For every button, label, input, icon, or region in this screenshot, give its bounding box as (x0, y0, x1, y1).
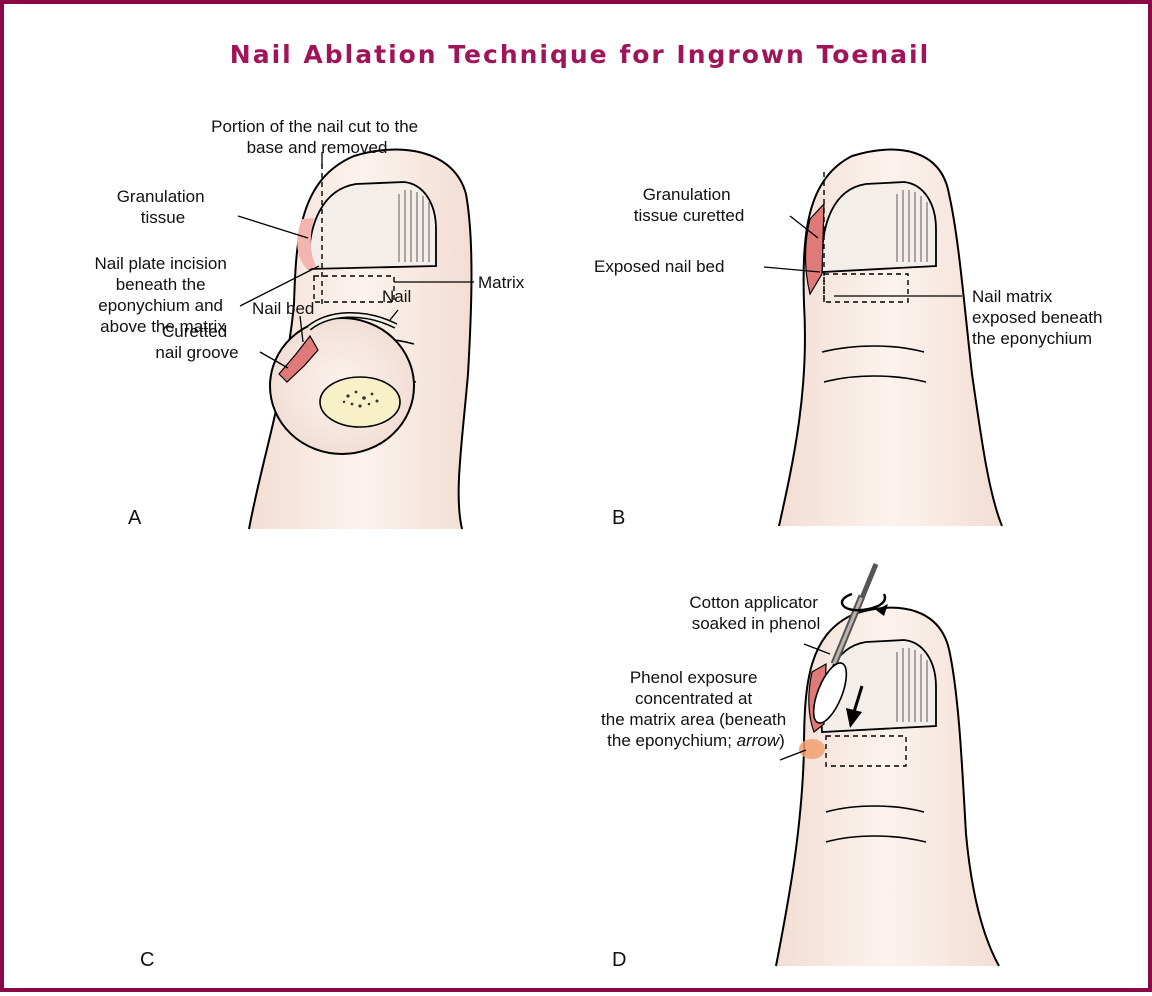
panel-letter-c: C (140, 949, 154, 971)
label-a-granulation: Granulation tissue (117, 187, 210, 227)
label-a-matrix: Matrix (478, 273, 525, 292)
panel-letter-b: B (612, 507, 625, 529)
phenol-exposure-zone (799, 739, 825, 759)
panel-letter-d: D (612, 949, 626, 971)
label-c-nail: Nail (382, 287, 411, 306)
label-c-groove: Curetted nail groove (155, 322, 238, 362)
label-b-matrix: Nail matrix exposed beneath the eponychi… (972, 287, 1107, 348)
illustration: Portion of the nail cut to the base and … (4, 4, 1152, 996)
bone-section (320, 377, 400, 427)
label-b-granulation: Granulation tissue curetted (634, 185, 745, 225)
panel-b (764, 150, 1002, 526)
label-b-bed: Exposed nail bed (594, 257, 724, 276)
applicator-stick-upper (862, 564, 876, 598)
label-d-applicator: Cotton applicator soaked in phenol (689, 593, 822, 633)
label-c-bed: Nail bed (252, 299, 314, 318)
panel-letter-a: A (128, 507, 142, 529)
label-d-phenol: Phenol exposure concentrated at the matr… (601, 668, 791, 750)
